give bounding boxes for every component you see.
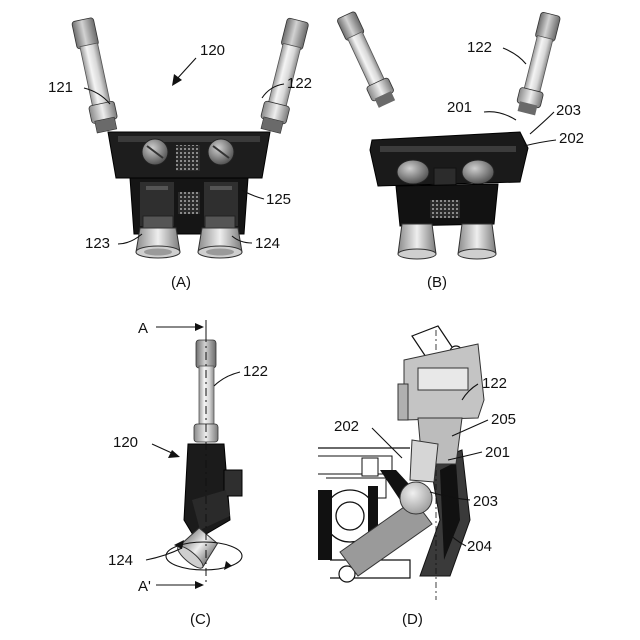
label-a-prime: A' [138, 578, 151, 595]
label-120: 120 [200, 42, 225, 59]
caption-b: (B) [427, 274, 447, 291]
label-201-d: 201 [485, 444, 510, 461]
label-125: 125 [266, 191, 291, 208]
left-eyepiece-123 [136, 216, 180, 258]
caption-d: (D) [402, 611, 423, 628]
label-201-b: 201 [447, 99, 472, 116]
label-124: 124 [255, 235, 280, 252]
label-123: 123 [85, 235, 110, 252]
panel-c: A 122 120 124 A' (C) [108, 320, 268, 628]
panel-a: 120 121 122 125 123 124 (A) [48, 17, 312, 291]
label-205-d: 205 [491, 411, 516, 428]
panel-d: 122 202 205 201 203 204 (D) [318, 326, 516, 628]
label-122-d: 122 [482, 375, 507, 392]
label-122-b: 122 [467, 39, 492, 56]
label-202-b: 202 [559, 130, 584, 147]
right-eyepiece-124 [198, 216, 242, 258]
left-tube [335, 10, 398, 109]
label-204-d: 204 [467, 538, 492, 555]
label-120-c: 120 [113, 434, 138, 451]
caption-c: (C) [190, 611, 211, 628]
label-122-c: 122 [243, 363, 268, 380]
tube-122 [515, 11, 563, 116]
label-202-d: 202 [334, 418, 359, 435]
label-124-c: 124 [108, 552, 133, 569]
caption-a: (A) [171, 274, 191, 291]
label-203-d: 203 [473, 493, 498, 510]
left-tube-121 [71, 17, 120, 134]
label-a: A [138, 320, 148, 337]
label-203-b: 203 [556, 102, 581, 119]
label-122: 122 [287, 75, 312, 92]
panel-b: 122 201 203 202 (B) [335, 10, 584, 291]
label-121: 121 [48, 79, 73, 96]
